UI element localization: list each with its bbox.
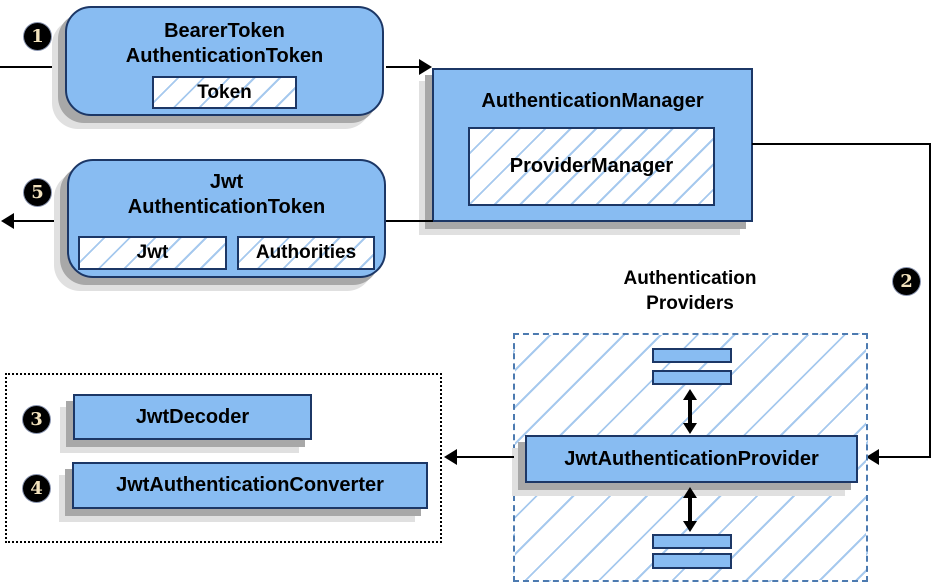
step-1-marker: 1 [24,23,51,50]
jwt-authentication-token-node: Jwt AuthenticationToken Jwt Authorities [67,159,386,278]
jwt-decoder-label: JwtDecoder [135,405,250,428]
provider-manager-field: ProviderManager [468,127,715,206]
step-1-number: 1 [31,26,44,47]
jwt-authentication-provider-label: JwtAuthenticationProvider [564,447,819,470]
manager-to-provider-line-top [752,143,931,145]
authorities-field: Authorities [237,236,375,270]
other-provider-bar-bottom-2 [652,553,732,569]
manager-to-jwt-token-line [384,220,433,222]
provider-link-stem-bottom [688,496,692,523]
authorities-label: Authorities [255,242,357,263]
bearer-token-authentication-token-node: BearerToken AuthenticationToken Token [65,6,384,116]
token-field: Token [152,76,297,109]
step-3-number: 3 [30,409,43,430]
step-4-number: 4 [30,478,43,499]
provider-to-decoder-arrowhead-icon [444,449,457,465]
jwt-authentication-converter-label: JwtAuthenticationConverter [116,474,384,496]
other-provider-bar-bottom-1 [652,534,732,549]
other-provider-bar-top-2 [652,370,732,385]
manager-to-provider-line-vertical [929,143,931,458]
step-2-number: 2 [900,271,913,292]
jwt-token-title-line1: Jwt [209,171,244,193]
step-5-marker: 5 [24,179,51,206]
authentication-providers-caption-line1: Authentication [623,268,757,289]
bearer-token-title-line2: AuthenticationToken [125,45,324,67]
outgoing-result-arrowhead-icon [1,213,14,229]
manager-to-provider-line-bottom [877,456,931,458]
provider-link2-arrow-down-icon [683,521,697,532]
provider-link-stem-top [688,398,692,425]
token-label: Token [197,81,252,103]
step-4-marker: 4 [23,475,50,502]
jwt-label: Jwt [136,242,169,263]
jwt-token-title-line2: AuthenticationToken [127,196,326,218]
step-2-marker: 2 [893,268,920,295]
authentication-manager-title: AuthenticationManager [481,90,704,112]
provider-to-decoder-line [455,456,514,458]
authentication-providers-caption: Authentication Providers [575,266,805,316]
jwt-authentication-provider-node: JwtAuthenticationProvider [525,435,858,483]
jwt-authentication-converter-node: JwtAuthenticationConverter [72,462,428,509]
jwt-field: Jwt [78,236,227,270]
provider-link-arrow-down-icon [683,423,697,434]
incoming-request-line [0,66,66,68]
bearer-token-title-line1: BearerToken [164,20,285,42]
manager-to-provider-arrowhead-icon [866,449,879,465]
step-5-number: 5 [31,182,44,203]
authentication-manager-node: AuthenticationManager ProviderManager [432,68,753,222]
bearer-to-manager-arrowhead-icon [419,59,432,75]
outgoing-result-line [12,220,68,222]
authentication-providers-caption-line2: Providers [646,293,734,314]
provider-manager-label: ProviderManager [509,155,674,177]
other-provider-bar-top-1 [652,348,732,363]
step-3-marker: 3 [23,406,50,433]
jwt-decoder-node: JwtDecoder [73,394,312,440]
provider-link-arrow-up-icon [683,389,697,400]
bearer-to-manager-line [386,66,422,68]
provider-link2-arrow-up-icon [683,487,697,498]
